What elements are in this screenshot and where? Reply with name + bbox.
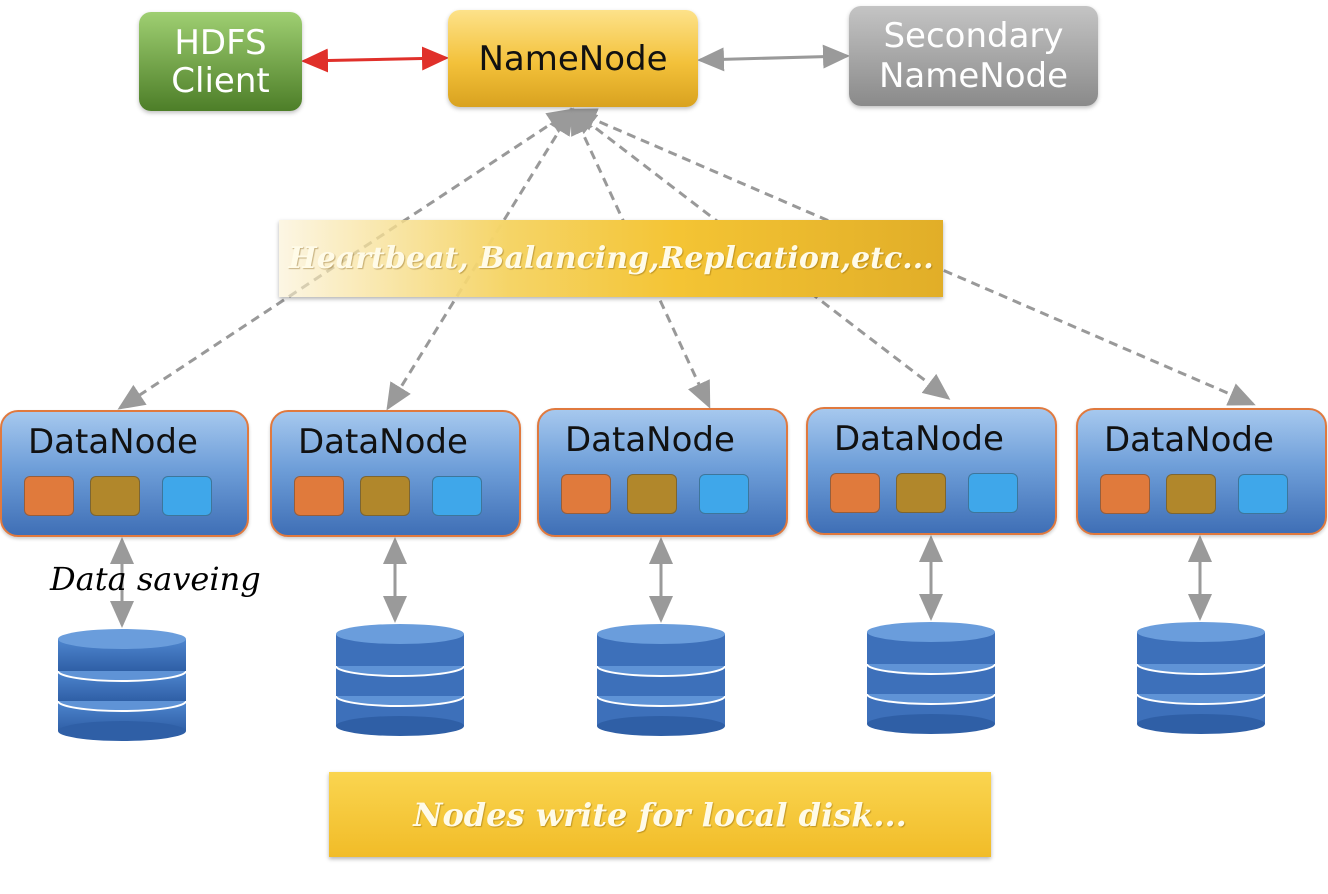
local-disk-banner: Nodes write for local disk...	[329, 772, 991, 857]
namenode-box: NameNode	[448, 10, 698, 107]
datanode-2: DataNode	[270, 410, 521, 537]
block-blue	[162, 476, 212, 516]
datanode-title: DataNode	[298, 422, 468, 462]
block-orange	[830, 473, 880, 513]
disk-icon	[1137, 622, 1265, 734]
datanode-1: DataNode	[0, 410, 249, 537]
namenode-label: NameNode	[478, 38, 668, 79]
hdfs-client-line1: HDFS	[174, 22, 267, 63]
hdfs-client-line2: Client	[171, 60, 270, 101]
hdfs-client-box: HDFS Client	[139, 12, 302, 111]
block-olive	[360, 476, 410, 516]
client-namenode-arrow	[301, 46, 449, 73]
block-blue	[1238, 474, 1288, 514]
block-orange	[561, 474, 611, 514]
block-orange	[24, 476, 74, 516]
heartbeat-banner-text: Heartbeat, Balancing,Replcation,etc...	[288, 241, 934, 276]
secondary-namenode-box: Secondary NameNode	[849, 6, 1098, 106]
block-olive	[1166, 474, 1216, 514]
datanode-title: DataNode	[1104, 420, 1274, 460]
disk-icon	[58, 629, 186, 741]
block-olive	[90, 476, 140, 516]
heartbeat-line-2	[386, 107, 574, 411]
datanode-title: DataNode	[28, 422, 198, 462]
namenode-secondary-arrow	[697, 44, 850, 72]
heartbeat-banner: Heartbeat, Balancing,Replcation,etc...	[279, 220, 943, 297]
secondary-line1: Secondary	[883, 16, 1064, 56]
data-saving-label: Data saveing	[50, 560, 261, 598]
datanode-4: DataNode	[806, 407, 1057, 535]
disk-icon	[336, 624, 464, 736]
local-disk-banner-text: Nodes write for local disk...	[413, 795, 907, 834]
disk-icon	[597, 624, 725, 736]
datanode-title: DataNode	[834, 419, 1004, 459]
block-olive	[896, 473, 946, 513]
block-orange	[1100, 474, 1150, 514]
block-blue	[968, 473, 1018, 513]
datanode-3: DataNode	[537, 408, 788, 537]
datanode-5: DataNode	[1076, 408, 1327, 535]
block-olive	[627, 474, 677, 514]
disk-icon	[867, 622, 995, 734]
datanode-title: DataNode	[565, 420, 735, 460]
block-blue	[699, 474, 749, 514]
block-blue	[432, 476, 482, 516]
heartbeat-line-5	[569, 108, 1256, 406]
secondary-line2: NameNode	[878, 56, 1069, 96]
block-orange	[294, 476, 344, 516]
